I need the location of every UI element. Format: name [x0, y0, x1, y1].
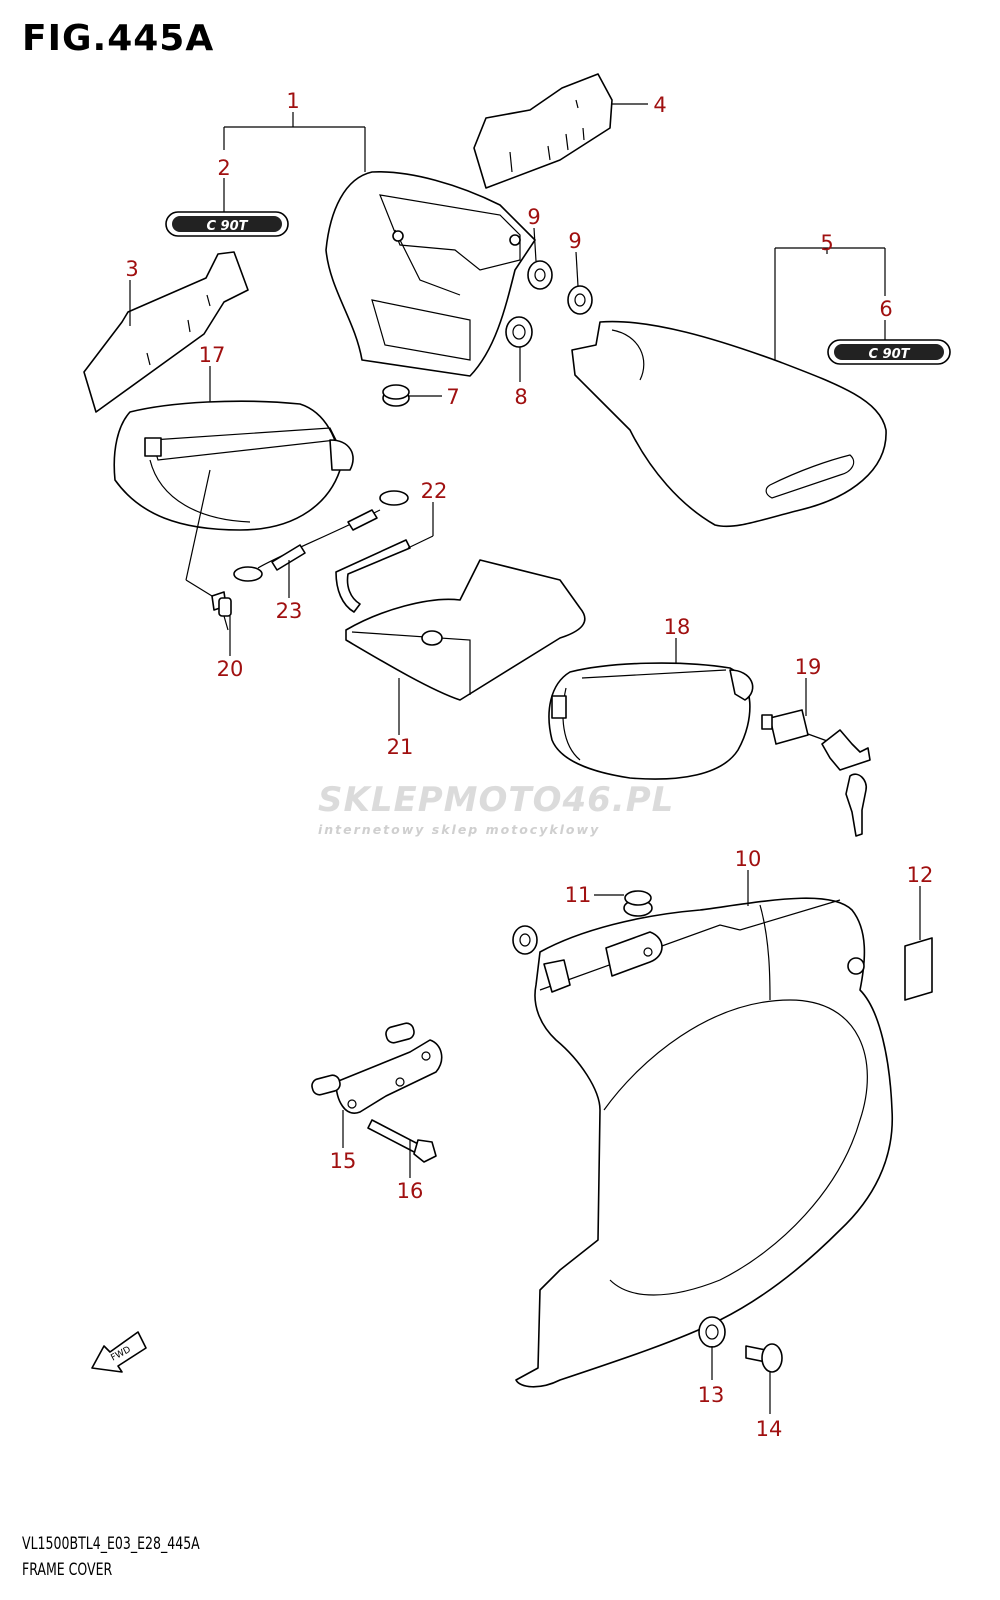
emblem-text-2: C 90T: [206, 219, 248, 234]
part-17-tray: [113, 400, 354, 531]
part-20-screw: [211, 591, 232, 631]
part-11-grommet: [623, 890, 653, 917]
leader-lines: [129, 103, 921, 1414]
callout-7: 7: [446, 385, 459, 409]
part-11-grommet-b: [512, 925, 538, 955]
part-6-emblem: C 90T: [827, 339, 951, 365]
part-12-label: [904, 937, 933, 1001]
part-10-side-cover: [515, 897, 894, 1388]
callout-numbers: 1 2 3 4 5 6 7 8 9 9 10 11 12 13 14 15 16…: [125, 89, 933, 1441]
part-9-grommet: [527, 260, 553, 290]
fwd-arrow-icon: FWD: [91, 1331, 147, 1373]
callout-19: 19: [795, 655, 822, 679]
callout-4: 4: [653, 93, 666, 117]
part-14-screw: [745, 1343, 783, 1373]
part-5-right-frame-cover: [571, 320, 887, 528]
part-18-lid: [548, 662, 754, 780]
part-1-left-frame-cover: [325, 171, 536, 377]
callout-17: 17: [199, 343, 226, 367]
callout-12: 12: [907, 863, 934, 887]
part-23-cable: [233, 490, 409, 582]
part-4-gasket: [473, 73, 613, 189]
callout-23: 23: [276, 599, 303, 623]
part-2-emblem: C 90T: [165, 211, 289, 237]
part-7-grommet: [382, 384, 410, 407]
callout-9b: 9: [568, 229, 581, 253]
callout-15: 15: [330, 1149, 357, 1173]
figure-caption: FRAME COVER: [22, 1560, 113, 1580]
part-15-bracket: [311, 1022, 443, 1114]
part-8-grommet: [505, 316, 533, 348]
callout-8: 8: [514, 385, 527, 409]
part-3-gasket: [83, 251, 249, 413]
part-9-grommet-b: [567, 285, 593, 315]
part-22-hex-wrench: [335, 539, 411, 613]
callout-5: 5: [820, 231, 833, 255]
callout-3: 3: [125, 257, 138, 281]
part-16-bolt: [367, 1119, 437, 1163]
part-13-grommet: [698, 1316, 726, 1348]
model-code: VL1500BTL4_E03_E28_445A: [22, 1534, 200, 1554]
watermark-brand: SKLEPMOTO46.PL: [318, 780, 675, 820]
callout-22: 22: [421, 479, 448, 503]
part-19-lock-set: [761, 709, 871, 837]
callout-14: 14: [756, 1417, 783, 1441]
callout-6: 6: [879, 297, 892, 321]
callout-16: 16: [397, 1179, 424, 1203]
callout-18: 18: [664, 615, 691, 639]
callout-1: 1: [286, 89, 299, 113]
callout-2: 2: [217, 156, 230, 180]
callout-21: 21: [387, 735, 414, 759]
watermark-tagline: internetowy sklep motocyklowy: [318, 822, 601, 837]
callout-20: 20: [217, 657, 244, 681]
callout-11: 11: [565, 883, 592, 907]
callout-13: 13: [698, 1383, 725, 1407]
part-21-tool-bag: [345, 559, 586, 701]
callout-10: 10: [735, 847, 762, 871]
emblem-text-6: C 90T: [868, 347, 910, 362]
figure-title: FIG.445A: [22, 18, 215, 59]
callout-9a: 9: [527, 205, 540, 229]
